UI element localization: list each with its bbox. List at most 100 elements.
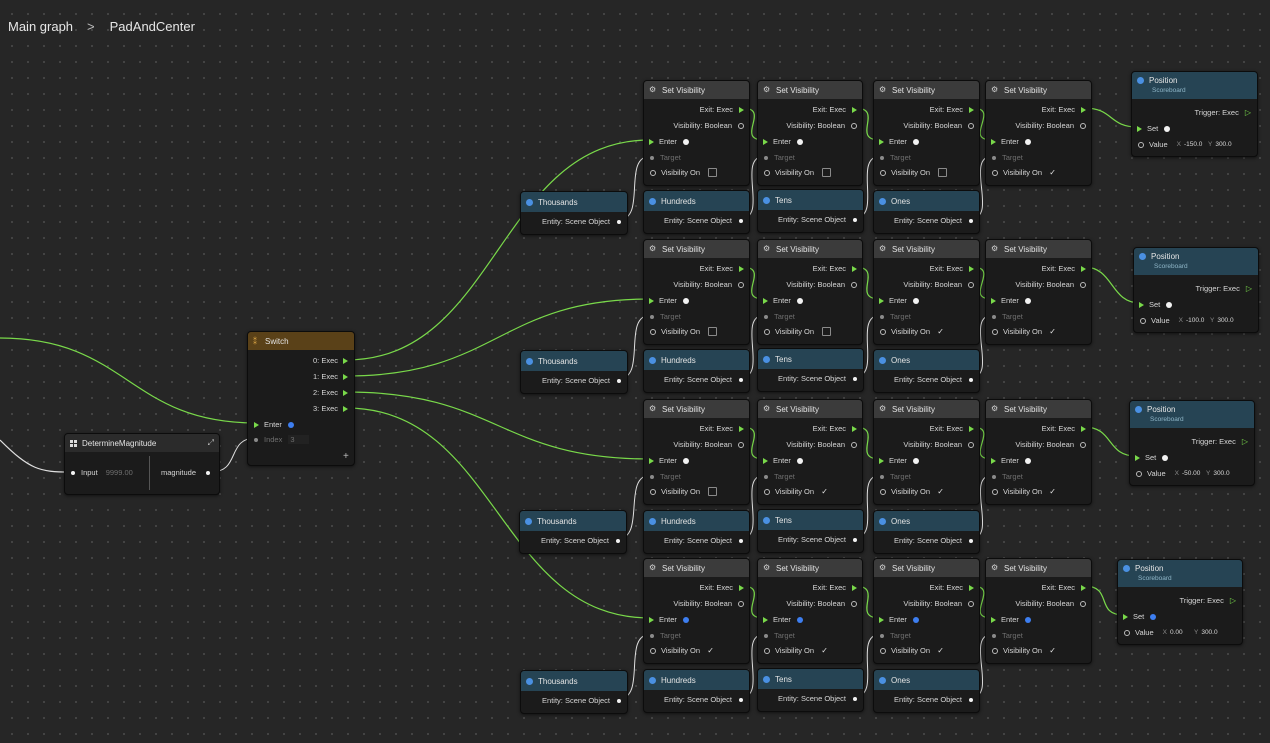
visibility-output-port[interactable] bbox=[1080, 441, 1086, 448]
enter-value-port[interactable] bbox=[796, 457, 803, 464]
node-header[interactable]: ⚙Set Visibility bbox=[644, 400, 749, 418]
checkbox-unchecked[interactable] bbox=[938, 168, 948, 177]
trigger-exec-port[interactable]: ▷ bbox=[1245, 284, 1252, 293]
set-exec-port[interactable] bbox=[1139, 301, 1144, 308]
set-value-port[interactable] bbox=[1164, 125, 1171, 132]
enter-exec-port[interactable] bbox=[991, 616, 996, 623]
exit-exec-port[interactable] bbox=[969, 106, 974, 113]
enter-value-port[interactable] bbox=[682, 297, 689, 304]
node-header[interactable]: ⚙Set Visibility bbox=[758, 81, 862, 99]
magnitude-port[interactable] bbox=[206, 470, 211, 475]
exit-exec-port[interactable] bbox=[739, 425, 744, 432]
enter-value-port[interactable] bbox=[796, 297, 803, 304]
enter-exec-port[interactable] bbox=[763, 297, 768, 304]
visibility-output-port[interactable] bbox=[1080, 600, 1086, 607]
enter-value-port[interactable] bbox=[1024, 457, 1031, 464]
target-port[interactable] bbox=[880, 474, 884, 479]
visibility-output-port[interactable] bbox=[738, 281, 744, 288]
trigger-exec-port[interactable]: ▷ bbox=[1229, 596, 1236, 605]
set-exec-port[interactable] bbox=[1135, 454, 1140, 461]
enter-value-port[interactable] bbox=[1024, 297, 1031, 304]
entity-output-port[interactable] bbox=[969, 377, 973, 382]
enter-value-port[interactable] bbox=[912, 297, 919, 304]
visibility-on-port[interactable] bbox=[880, 328, 886, 335]
value-port[interactable] bbox=[1136, 470, 1142, 477]
node-header[interactable]: ⚙Set Visibility bbox=[874, 559, 979, 577]
input-value-field[interactable]: 9999.00 bbox=[105, 468, 133, 477]
node-header[interactable]: ⚙Set Visibility bbox=[874, 240, 979, 258]
entity-output-port[interactable] bbox=[969, 697, 973, 702]
checkbox-checked[interactable]: ✓ bbox=[821, 487, 828, 496]
visibility-output-port[interactable] bbox=[968, 600, 974, 607]
visibility-output-port[interactable] bbox=[968, 122, 974, 129]
x-value-field[interactable]: -50.00 bbox=[1181, 470, 1201, 477]
expand-icon[interactable]: ⤢ bbox=[207, 438, 214, 447]
node-header[interactable]: ⚙Set Visibility bbox=[874, 81, 979, 99]
checkbox-checked[interactable]: ✓ bbox=[1049, 168, 1056, 177]
node-header[interactable]: Ones bbox=[874, 191, 979, 211]
visibility-on-port[interactable] bbox=[764, 328, 770, 335]
target-port[interactable] bbox=[650, 633, 654, 638]
visibility-on-port[interactable] bbox=[992, 328, 998, 335]
entity-output-port[interactable] bbox=[739, 538, 743, 543]
entity-output-port[interactable] bbox=[616, 538, 620, 543]
enter-exec-port[interactable] bbox=[991, 457, 996, 464]
node-header[interactable]: ⚙Set Visibility bbox=[644, 240, 749, 258]
target-port[interactable] bbox=[992, 155, 996, 160]
enter-value-port[interactable] bbox=[796, 138, 803, 145]
y-value-field[interactable]: 300.0 bbox=[1213, 470, 1230, 477]
target-port[interactable] bbox=[764, 633, 768, 638]
visibility-output-port[interactable] bbox=[1080, 122, 1086, 129]
exit-exec-port[interactable] bbox=[852, 106, 857, 113]
enter-exec-port[interactable] bbox=[991, 297, 996, 304]
enter-value-port[interactable] bbox=[1024, 616, 1031, 623]
enter-value-port[interactable] bbox=[912, 616, 919, 623]
exit-exec-port[interactable] bbox=[852, 425, 857, 432]
target-port[interactable] bbox=[650, 314, 654, 319]
set-exec-port[interactable] bbox=[1123, 613, 1128, 620]
checkbox-unchecked[interactable] bbox=[708, 168, 718, 177]
node-header[interactable]: ⚙Set Visibility bbox=[758, 240, 862, 258]
node-header[interactable]: ⁑ Switch bbox=[248, 332, 354, 350]
x-value-field[interactable]: -150.0 bbox=[1183, 141, 1203, 148]
entity-output-port[interactable] bbox=[617, 378, 621, 383]
trigger-exec-port[interactable]: ▷ bbox=[1244, 108, 1251, 117]
node-header[interactable]: ⚙Set Visibility bbox=[874, 400, 979, 418]
target-port[interactable] bbox=[764, 314, 768, 319]
value-port[interactable] bbox=[1140, 317, 1146, 324]
target-port[interactable] bbox=[650, 474, 654, 479]
y-value-field[interactable]: 300.0 bbox=[1215, 141, 1232, 148]
node-header[interactable]: Tens bbox=[758, 669, 863, 689]
enter-exec-port[interactable] bbox=[649, 297, 654, 304]
visibility-on-port[interactable] bbox=[992, 647, 998, 654]
checkbox-unchecked[interactable] bbox=[822, 327, 832, 336]
exit-exec-port[interactable] bbox=[739, 106, 744, 113]
node-header[interactable]: Hundreds bbox=[644, 191, 749, 211]
